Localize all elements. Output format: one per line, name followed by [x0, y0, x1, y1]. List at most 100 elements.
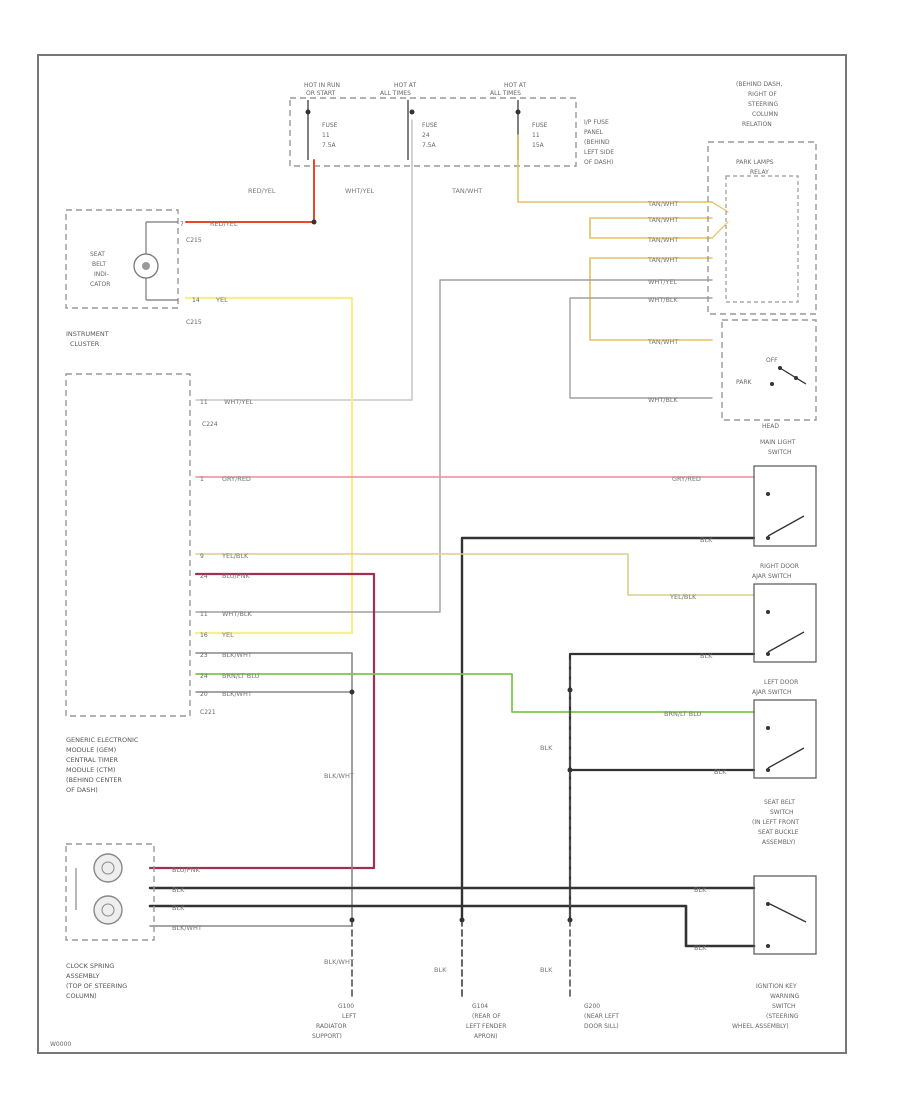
wire-blk-wht	[195, 652, 353, 921]
gem-pin-11: 11	[200, 399, 208, 406]
instrument-cluster-label-1: INSTRUMENT	[66, 330, 109, 338]
wire-yel-blk	[195, 553, 755, 596]
right-door-label-2: AJAR SWITCH	[752, 573, 791, 580]
left-door-switch: LEFT DOOR AJAR SWITCH	[752, 679, 817, 779]
gem-pin-20: 20	[200, 691, 208, 698]
park-lamps-relay: PARK LAMPS RELAY	[707, 141, 817, 315]
wire-label-cs-blu-pnk: BLU/PNK	[172, 866, 200, 874]
c221-label: C221	[200, 709, 216, 716]
panel-label-5: OF DASH)	[584, 159, 613, 166]
wire-label-brn-ltblu-sw: BRN/LT BLU	[664, 710, 702, 718]
gem-label-1: GENERIC ELECTRONIC	[66, 736, 139, 744]
hot-in-run-label-2: OR START	[306, 90, 336, 97]
seat-belt-ind-label-2: BELT	[92, 261, 106, 268]
seat-belt-ind-label-3: INDI-	[94, 271, 109, 278]
gem-label-4: MODULE (CTM)	[66, 766, 115, 774]
gem-pin-23: 23	[200, 652, 208, 659]
hot-at-label-4: ALL TIMES	[490, 90, 521, 97]
wire-label-gry-red-sw: GRY/RED	[672, 475, 701, 483]
wire-blk-main	[460, 536, 756, 922]
panel-label-2: PANEL	[584, 129, 604, 136]
gem-label-6: OF DASH)	[66, 786, 98, 794]
ground-g100: G100 LEFT RADIATOR SUPPORT)	[312, 1003, 356, 1040]
g200-label-1: G200	[584, 1003, 600, 1010]
wire-blk-right-door	[568, 652, 756, 922]
headlamp-switch: OFF PARK HEAD	[721, 319, 817, 430]
gem-pin-16: 16	[200, 632, 208, 639]
wire-label-yel-blk-gem: YEL/BLK	[221, 552, 249, 560]
wire-label-tan-wht-top: TAN/WHT	[451, 187, 482, 195]
wire-label-g104-blk: BLK	[434, 966, 447, 974]
wire-label-blk-ld: BLK	[714, 768, 727, 776]
gem-pin-9: 9	[200, 553, 204, 560]
head-label: HEAD	[762, 423, 779, 430]
instrument-cluster: SEAT BELT INDI- CATOR	[65, 209, 179, 309]
panel-label-4: LEFT SIDE	[584, 149, 614, 156]
wire-label-wht-blk-r: WHT/BLK	[648, 296, 679, 304]
splice-dots	[305, 109, 573, 923]
ign-label-4: (STEERING	[766, 1013, 799, 1020]
wire-label-blk-main: BLK	[700, 536, 713, 544]
off-label: OFF	[766, 357, 778, 364]
hot-at-label-1: HOT AT	[394, 82, 416, 89]
fuse1-num: 11	[322, 132, 330, 139]
seat-belt-switch-label-4: SEAT BUCKLE	[758, 829, 799, 836]
wire-tan-wht	[517, 134, 713, 203]
wire-label-cs-blk-wht: BLK/WHT	[172, 924, 202, 932]
park-label: PARK	[736, 379, 753, 386]
wire-wht-blk-relay	[195, 279, 713, 613]
main-light-label-1: MAIN LIGHT	[760, 439, 796, 446]
gem-label-3: CENTRAL TIMER	[66, 756, 118, 764]
park-relay-label-2: RELAY	[750, 169, 769, 176]
clock-spring-label-1: CLOCK SPRING	[66, 962, 114, 970]
wire-label-ign-blk: BLK	[694, 944, 707, 952]
clock-spring-label-3: (TOP OF STEERING	[66, 982, 127, 990]
hot-at-label-2: ALL TIMES	[380, 90, 411, 97]
wire-label-wht-yel-r: WHT/YEL	[648, 278, 678, 286]
wire-label-tan-wht-5: TAN/WHT	[647, 338, 678, 346]
panel-label-1: I/P FUSE	[584, 119, 609, 126]
behind-dash-label-4: COLUMN	[752, 111, 778, 118]
fuse-panel: HOT IN RUN OR START HOT AT ALL TIMES HOT…	[289, 82, 614, 167]
gem-pin-24b: 24	[200, 673, 208, 680]
seat-belt-switch	[753, 875, 817, 955]
fuse3-label: FUSE	[532, 122, 548, 129]
clock-spring	[65, 843, 155, 941]
wire-label-g100-blk-wht: BLK/WHT	[324, 958, 354, 966]
wire-brn-lt-blu	[195, 673, 755, 713]
main-light-label-2: SWITCH	[768, 449, 792, 456]
wire-label-g200-blk: BLK	[540, 966, 553, 974]
wire-label-wht-blk-r2: WHT/BLK	[648, 396, 679, 404]
fuse1-label: FUSE	[322, 122, 338, 129]
fuse2-label: FUSE	[422, 122, 438, 129]
g200-label-2: (NEAR LEFT	[584, 1013, 619, 1020]
ign-label-5: WHEEL ASSEMBLY)	[732, 1023, 789, 1030]
g100-label-3: RADIATOR	[316, 1023, 347, 1030]
seat-belt-switch-label-3: (IN LEFT FRONT	[752, 819, 799, 826]
left-door-label-1: LEFT DOOR	[764, 679, 798, 686]
wire-label-brn-ltblu-gem: BRN/LT BLU	[222, 672, 260, 680]
wire-label-tan-wht-2: TAN/WHT	[647, 216, 678, 224]
clock-spring-label-2: ASSEMBLY	[66, 972, 100, 980]
g104-label-2: (REAR OF	[472, 1013, 501, 1020]
seat-belt-ind-label-4: CATOR	[90, 281, 110, 288]
g200-label-3: DOOR SILL)	[584, 1023, 619, 1030]
fuse2-amp: 7.5A	[422, 142, 437, 149]
wire-label-blk-wht-mid-1: BLK/WHT	[324, 772, 354, 780]
seat-belt-switch-label-1: SEAT BELT	[764, 799, 795, 806]
g104-label-3: LEFT FENDER	[466, 1023, 506, 1030]
wire-blu-pnk	[148, 572, 376, 870]
c215-label-b: C215	[186, 319, 202, 326]
wire-label-cs-blk-1: BLK	[172, 886, 185, 894]
g104-label-4: APRON)	[474, 1033, 497, 1040]
seat-belt-switch-label-5: ASSEMBLY)	[762, 839, 795, 846]
wire-label-red-yel-top: RED/YEL	[248, 187, 276, 195]
behind-dash-label-1: (BEHIND DASH,	[736, 81, 782, 88]
wire-label-wht-yel-top: WHT/YEL	[345, 187, 375, 195]
instrument-cluster-label-2: CLUSTER	[70, 340, 100, 348]
wire-label-yel-c215: YEL	[215, 296, 228, 304]
wire-blk-cs-2	[148, 904, 756, 948]
wire-label-gry-red-gem: GRY/RED	[222, 475, 251, 483]
gem-pin-11b: 11	[200, 611, 208, 618]
